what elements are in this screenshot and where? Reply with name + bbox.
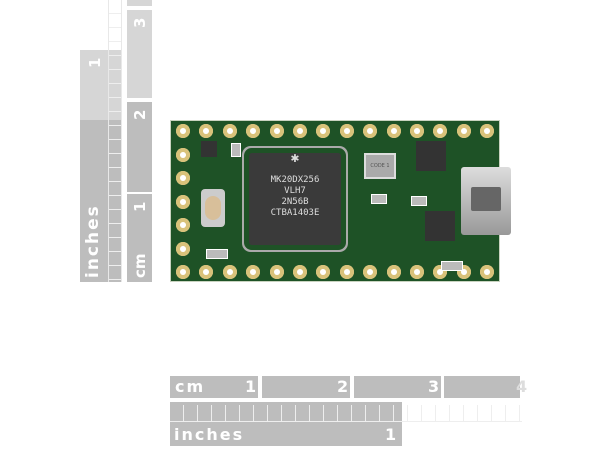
vertical-cm-segment-2: [127, 102, 152, 192]
pin-pad: [222, 265, 237, 279]
reset-button[interactable]: [201, 189, 225, 227]
freescale-logo-icon: ✱: [290, 150, 300, 166]
resistor: [231, 143, 241, 157]
vertical-inches-label: inches: [83, 204, 103, 278]
cm-number-2: 2: [337, 377, 349, 396]
vertical-cm-segment-1: [127, 194, 152, 282]
vertical-cm-segment-3: [127, 10, 152, 98]
led: [441, 261, 463, 271]
led: [206, 249, 228, 259]
resistor: [411, 196, 427, 206]
pin-pad: [386, 124, 401, 138]
ic-small: [416, 141, 446, 171]
inches-label: inches: [174, 425, 245, 444]
pin-pad: [410, 265, 424, 279]
cm-number-4: 4: [516, 377, 528, 396]
chip-line-2: VLH7: [284, 186, 306, 196]
pin-pad: [293, 265, 307, 279]
pin-pad: [199, 265, 214, 279]
inch-number-1: 1: [385, 425, 397, 444]
regulator: [201, 141, 217, 157]
pin-pad: [246, 265, 261, 279]
pin-pad: [339, 265, 354, 279]
ic-small: [425, 211, 455, 241]
chip-line-1: MK20DX256: [270, 175, 320, 185]
pin-pad: [176, 218, 190, 232]
pin-pad: [363, 124, 378, 138]
pin-pad: [433, 124, 448, 138]
pin-pad: [176, 171, 190, 185]
inch-ticks: [170, 405, 522, 422]
pin-pad: [480, 124, 495, 138]
cm-number-1: 1: [245, 377, 257, 396]
cm-label: cm: [175, 377, 206, 396]
pin-pad: [176, 265, 190, 279]
pin-pad: [316, 124, 331, 138]
pin-pad: [456, 124, 471, 138]
pin-pad: [269, 265, 284, 279]
pin-pad: [176, 194, 190, 209]
chip-line-3: 2N56B: [281, 197, 309, 207]
vertical-cm-label: cm: [131, 253, 149, 278]
pin-pad: [176, 241, 190, 256]
pin-pad: [316, 265, 331, 279]
chip-line-4: CTBA1403E: [270, 208, 320, 218]
crystal: CODE 1: [364, 153, 396, 179]
cm-segment-2: [262, 376, 350, 398]
pin-pad: [386, 265, 401, 279]
cm-number-3: 3: [428, 377, 440, 396]
vertical-inch-ticks: [108, 0, 122, 282]
pin-pad: [246, 124, 261, 138]
pin-pad: [410, 124, 424, 138]
pin-pad: [480, 265, 495, 279]
cm-segment-4: [444, 376, 520, 398]
vertical-cm-number-1: 1: [131, 201, 149, 212]
vertical-cm-number-2: 2: [131, 109, 149, 120]
pin-pad: [199, 124, 214, 138]
microcontroller-chip: ✱ MK20DX256 VLH7 2N56B CTBA1403E: [249, 150, 341, 245]
pin-pad: [363, 265, 378, 279]
vertical-inch-number: 1: [86, 57, 104, 68]
pin-pad: [269, 124, 284, 138]
pin-pad: [293, 124, 307, 138]
teensy-pcb: ✱ MK20DX256 VLH7 2N56B CTBA1403E CODE 1: [170, 120, 511, 282]
usb-connector[interactable]: [461, 167, 511, 235]
pin-pad: [339, 124, 354, 138]
cm-segment-3: [354, 376, 441, 398]
pin-pad: [222, 124, 237, 138]
pin-pad: [176, 147, 190, 162]
pin-pad: [176, 124, 190, 138]
vertical-cm-segment: [127, 0, 152, 6]
resistor: [371, 194, 387, 204]
cm-segment-1: [170, 376, 258, 398]
vertical-cm-number-3: 3: [131, 17, 149, 28]
